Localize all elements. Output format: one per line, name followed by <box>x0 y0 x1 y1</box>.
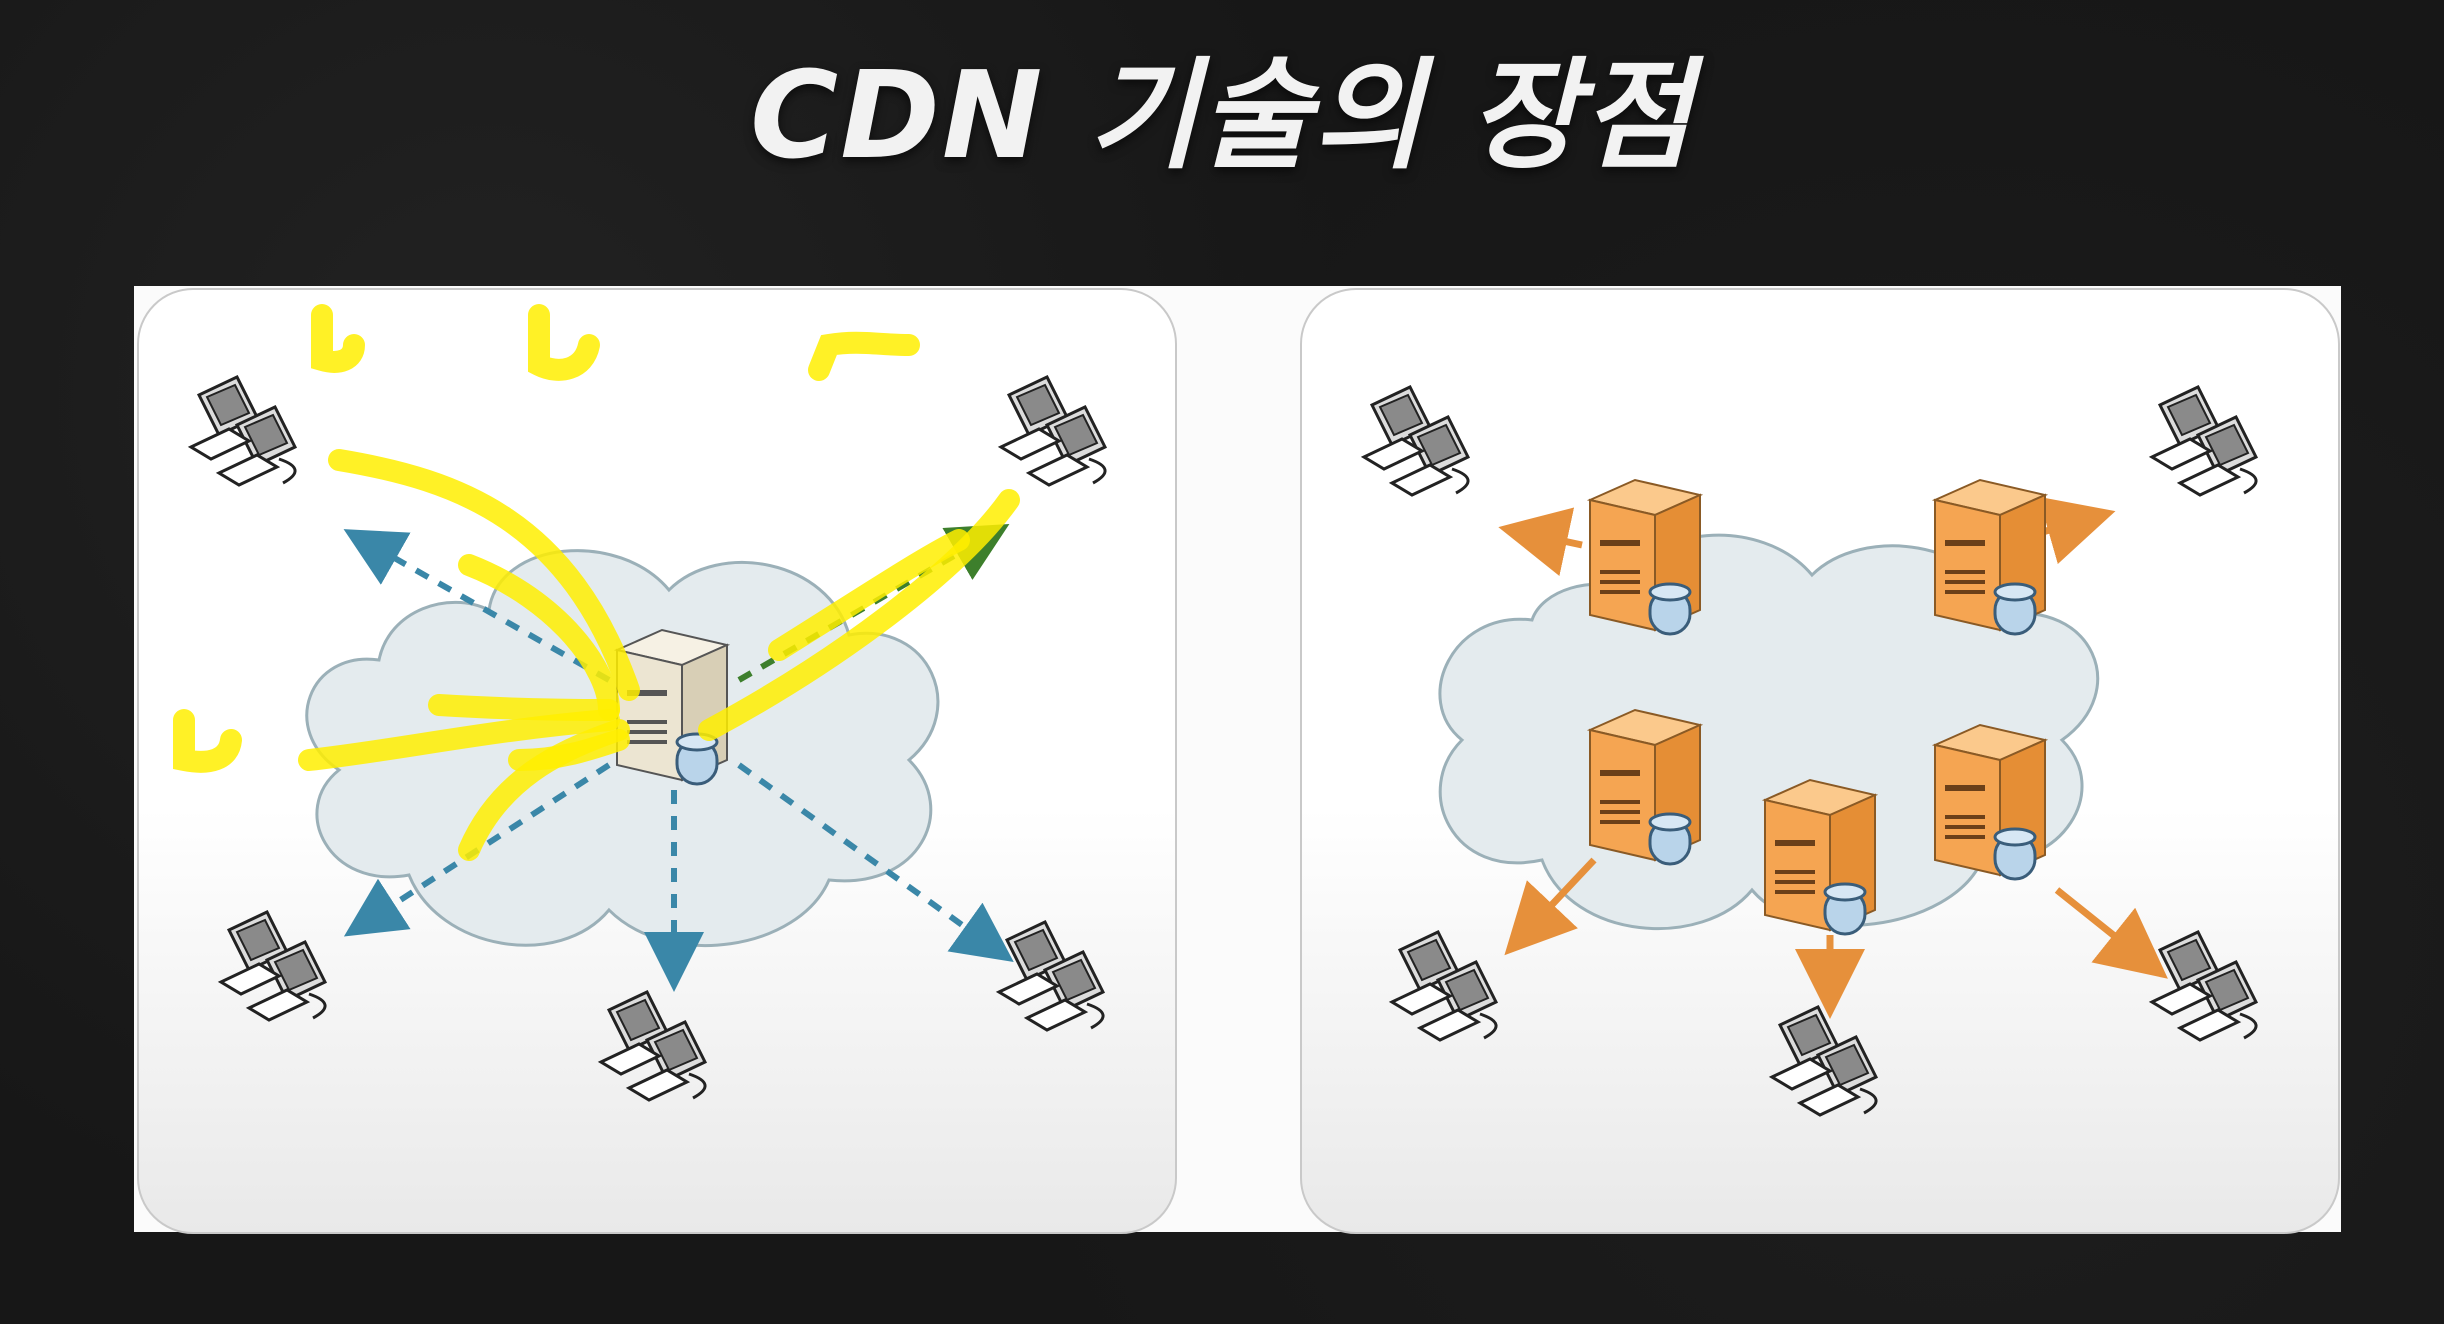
highlighter-strokes <box>173 304 1020 861</box>
edge-server-icon <box>1933 478 2047 636</box>
origin-diagram <box>173 304 1107 1102</box>
edge-server-icon <box>1588 478 1702 636</box>
origin-server-panel <box>137 288 1177 1234</box>
edge-server-panel <box>1300 288 2340 1234</box>
origin-server-icon <box>613 628 731 786</box>
client-computer-icon <box>1390 930 1498 1042</box>
edge-server-icon <box>1588 708 1702 866</box>
client-computer-icon <box>999 375 1107 487</box>
edge-server-icon <box>1933 723 2047 881</box>
dashed-arrows <box>343 529 1014 992</box>
client-computer-icon <box>189 375 297 487</box>
client-computer-icon <box>1770 1005 1878 1117</box>
client-computer-icon <box>1362 385 1470 497</box>
edge-server-icon <box>1763 778 1877 936</box>
slide-title: CDN 기술의 장점 <box>750 47 1694 186</box>
client-computer-icon <box>2150 385 2258 497</box>
client-computer-icon <box>2150 930 2258 1042</box>
client-computer-icon <box>599 990 707 1102</box>
cdn-diagram <box>1362 385 2258 1117</box>
client-computer-icon <box>997 920 1105 1032</box>
client-computer-icon <box>219 910 327 1022</box>
